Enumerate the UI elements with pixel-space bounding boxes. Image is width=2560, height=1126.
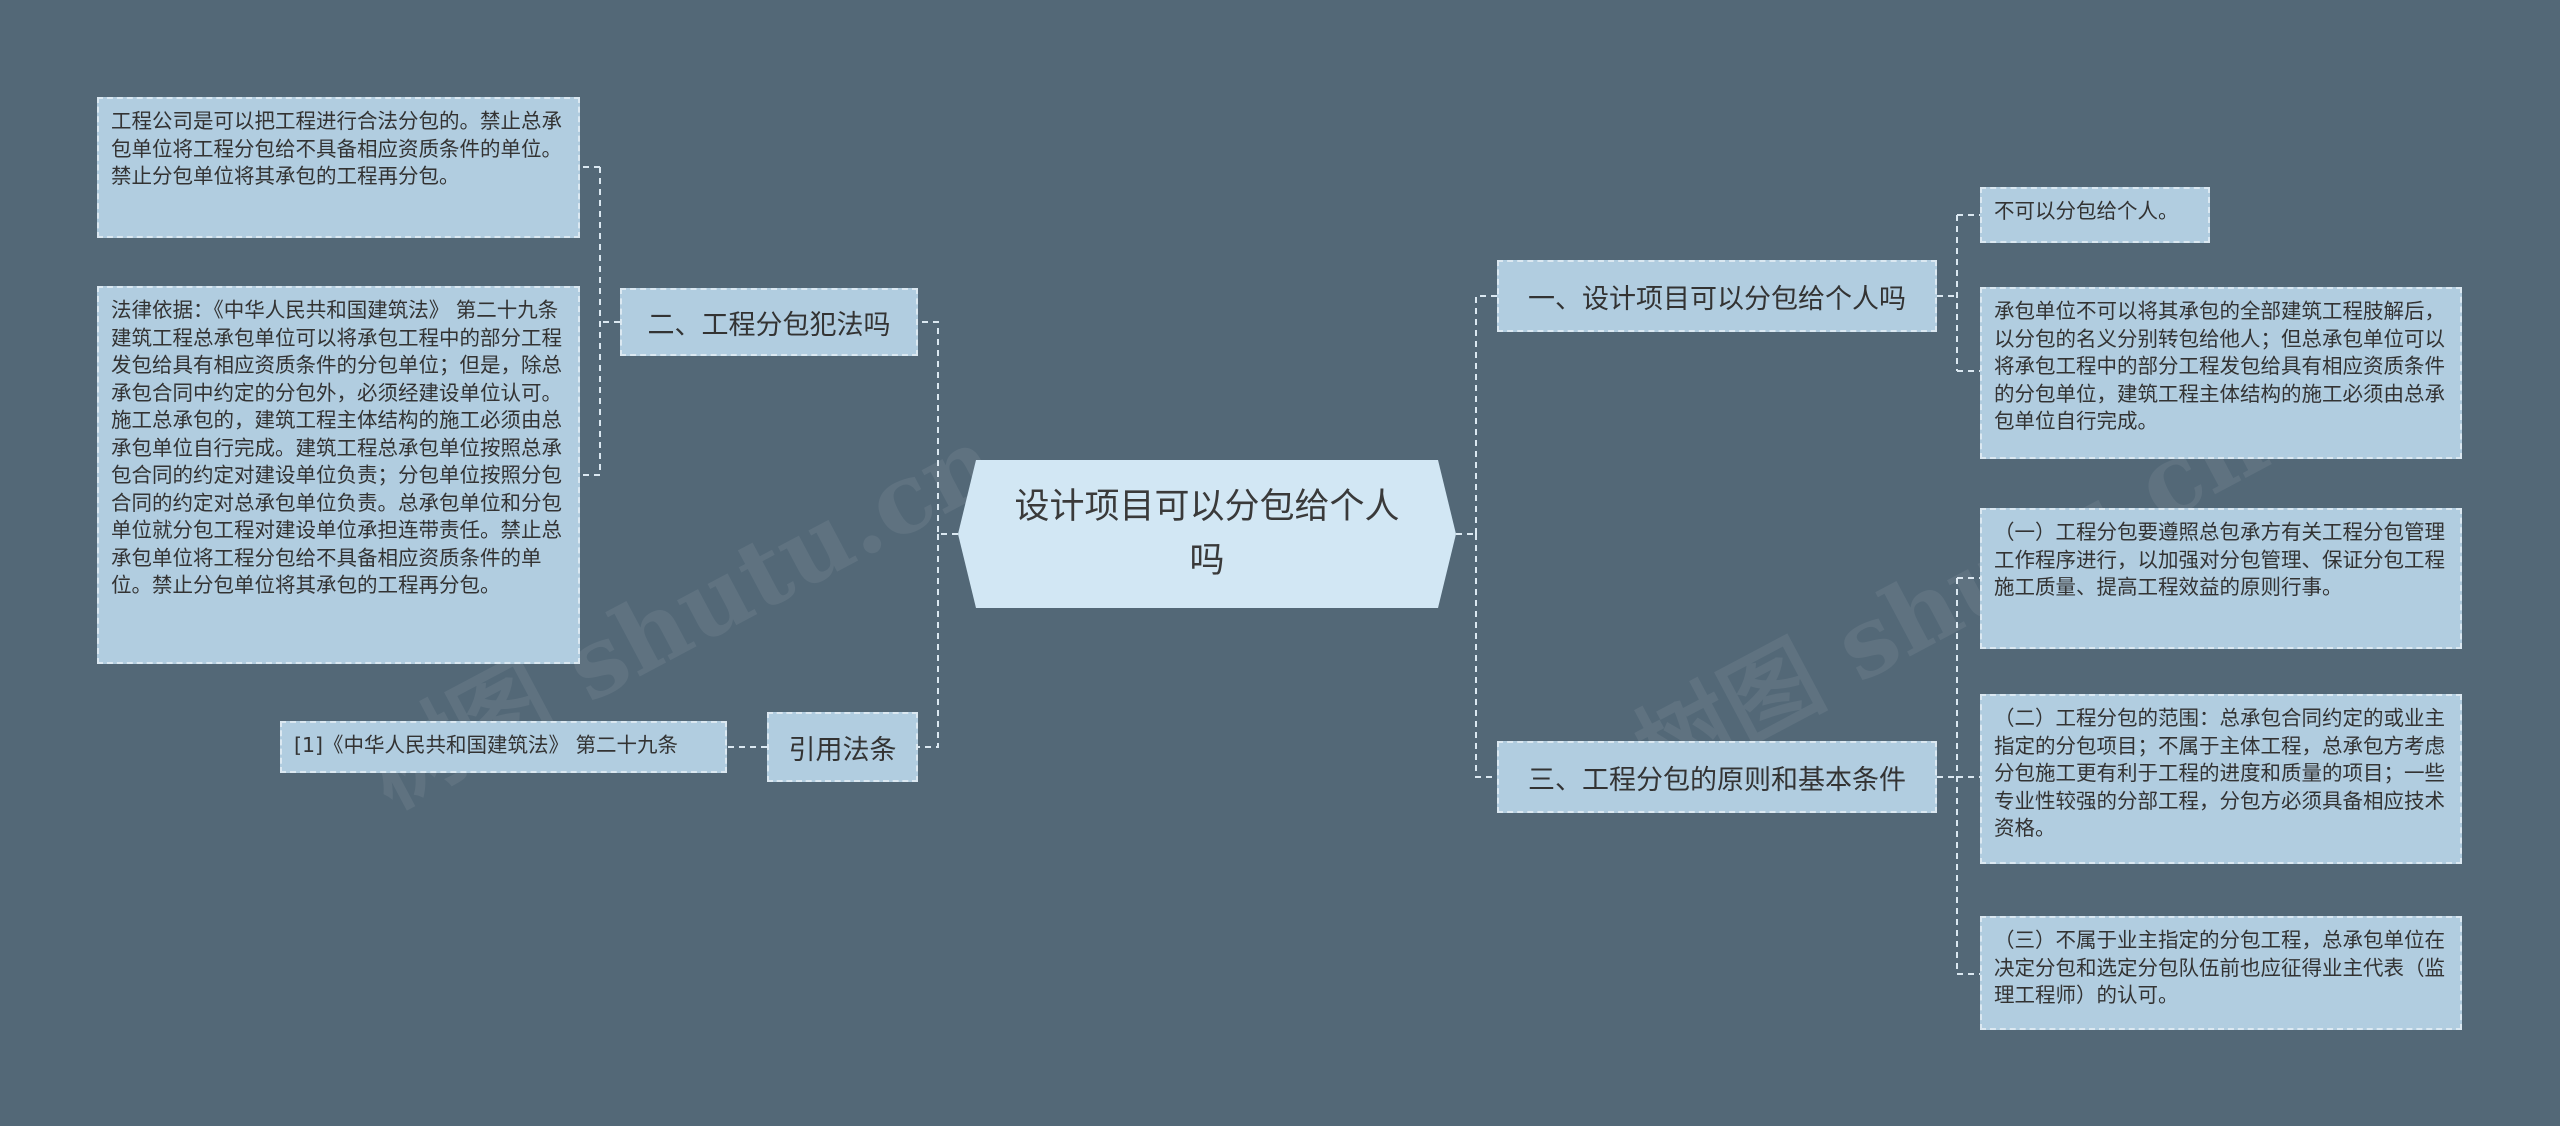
branch-design-subcontract-individual[interactable]: 一、设计项目可以分包给个人吗 xyxy=(1497,260,1937,332)
leaf-law-citation[interactable]: [1]《中华人民共和国建筑法》 第二十九条 xyxy=(280,721,727,773)
leaf-principle-3[interactable]: （三）不属于业主指定的分包工程，总承包单位在决定分包和选定分包队伍前也应征得业主… xyxy=(1980,916,2462,1030)
central-topic[interactable]: 设计项目可以分包给个人吗 xyxy=(958,460,1456,608)
branch-label: 一、设计项目可以分包给个人吗 xyxy=(1528,283,1906,315)
connector-central-b2 xyxy=(918,321,958,535)
leaf-no-subcontract-individual[interactable]: 不可以分包给个人。 xyxy=(1980,187,2210,243)
connector-b3-leaves xyxy=(1937,577,1980,975)
branch-label: 二、工程分包犯法吗 xyxy=(647,309,891,341)
branch-label: 引用法条 xyxy=(788,734,897,766)
connector-central-b3 xyxy=(1475,534,1497,778)
branch-cited-law[interactable]: 引用法条 xyxy=(767,712,918,782)
leaf-principle-2[interactable]: （二）工程分包的范围：总承包合同约定的或业主指定的分包项目；不属于主体工程，总承… xyxy=(1980,694,2462,864)
branch-subcontract-illegal[interactable]: 二、工程分包犯法吗 xyxy=(620,288,918,356)
connector-b1-leaves xyxy=(1937,214,1980,372)
leaf-legal-subcontract[interactable]: 工程公司是可以把工程进行合法分包的。禁止总承包单位将工程分包给不具备相应资质条件… xyxy=(97,97,580,238)
leaf-legal-basis[interactable]: 法律依据：《中华人民共和国建筑法》 第二十九条 建筑工程总承包单位可以将承包工程… xyxy=(97,286,580,664)
central-topic-label: 设计项目可以分包给个人吗 xyxy=(1014,487,1400,581)
connector-central-b4 xyxy=(918,534,939,748)
branch-label: 三、工程分包的原则和基本条件 xyxy=(1528,764,1906,796)
connector-central-b1 xyxy=(1456,295,1497,535)
leaf-principle-1[interactable]: （一）工程分包要遵照总包承方有关工程分包管理工作程序进行，以加强对分包管理、保证… xyxy=(1980,508,2462,649)
branch-subcontract-principles[interactable]: 三、工程分包的原则和基本条件 xyxy=(1497,741,1937,813)
connector-b2-leaves xyxy=(580,166,620,476)
leaf-no-dismember-contract[interactable]: 承包单位不可以将其承包的全部建筑工程肢解后，以分包的名义分别转包给他人；但总承包… xyxy=(1980,287,2462,459)
